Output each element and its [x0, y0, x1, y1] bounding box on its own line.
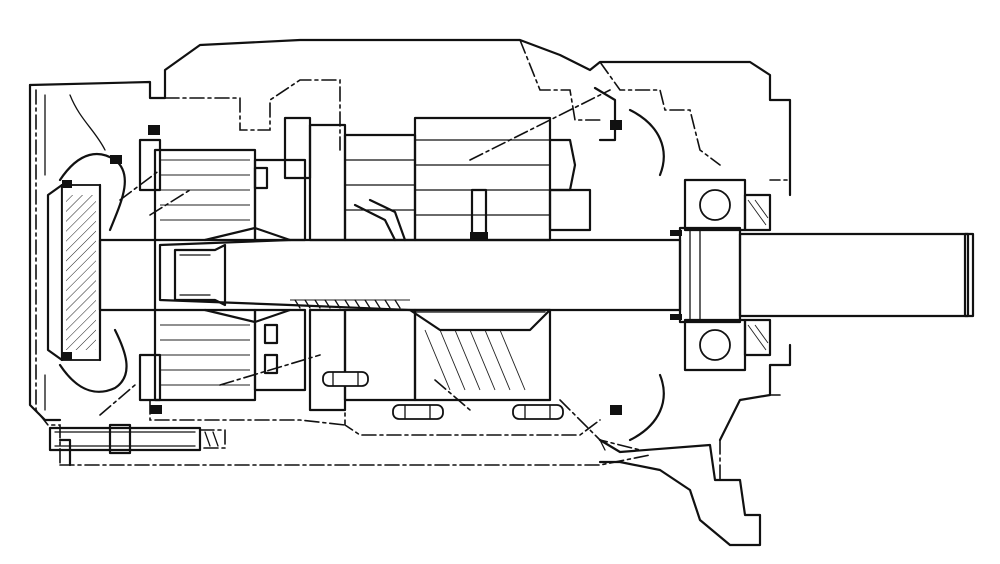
- center-cartridge: [253, 116, 592, 412]
- left-end-cap: [44, 94, 257, 414]
- outer-housing: [28, 38, 792, 547]
- dowel-pins: [322, 371, 564, 420]
- drive-shaft: [158, 198, 975, 332]
- shaft-bearing: [593, 86, 772, 442]
- lower-bolt: [48, 423, 226, 455]
- section-lines: [99, 89, 641, 451]
